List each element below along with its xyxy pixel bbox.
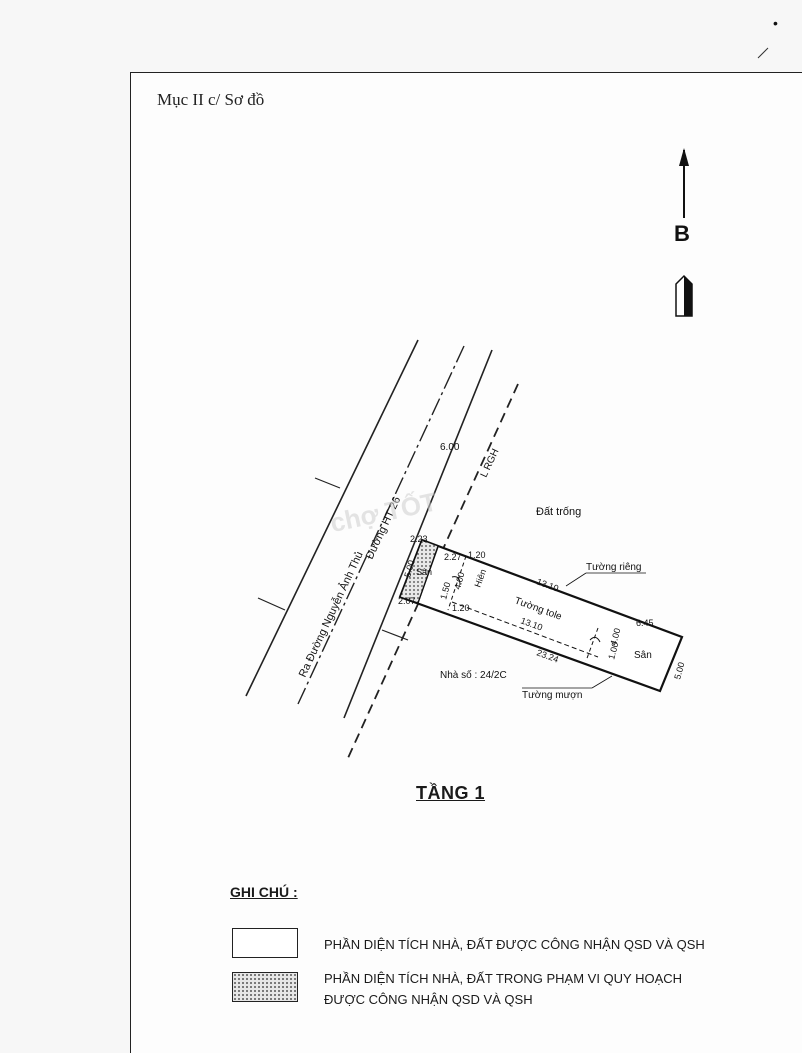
tole-wall-line <box>451 601 599 658</box>
dim-1-20-top: 1.20 <box>468 550 486 560</box>
door-icon <box>589 636 601 643</box>
rear-yard-line <box>585 627 599 662</box>
label-private-wall: Tường riêng <box>586 562 642 573</box>
compass-letter: B <box>674 221 690 246</box>
dim-2-27: 2.27 <box>444 552 462 562</box>
section-title: Mục II c/ Sơ đồ <box>157 90 265 109</box>
room-yard-back: Sân <box>634 650 652 661</box>
label-borrowed-wall: Tường mượn <box>522 690 582 701</box>
dim-2-23: 2.23 <box>410 534 428 544</box>
house-number: Nhà số : 24/2C <box>440 669 507 681</box>
corner-mark: • <box>773 15 778 31</box>
dim-5-00-right: 5.00 <box>672 661 686 681</box>
dim-4-00-mid: 4.00 <box>452 571 466 591</box>
legend-line: PHẦN DIỆN TÍCH NHÀ, ĐẤT ĐƯỢC CÔNG NHẬN Q… <box>324 937 705 952</box>
corner-tick <box>757 47 769 59</box>
dim-1-20-bottom: 1.20 <box>452 603 470 613</box>
road-label-nguyen-anh-thu: Ra Đường Nguyễn Ảnh Thủ <box>296 549 366 679</box>
dim-1-00: 1.00 <box>606 641 620 661</box>
site-plan: • B Ra Đường Nguyễn Ảnh Thủ Đường HT 26 … <box>245 15 778 759</box>
legend-swatch-recognized <box>232 928 298 958</box>
legend-swatch-planning <box>232 972 298 1002</box>
dim-2-07: 2.07 <box>398 596 416 606</box>
legend-line: PHẦN DIỆN TÍCH NHÀ, ĐẤT TRONG PHẠM VI QU… <box>324 971 683 986</box>
dim-1-50: 1.50 <box>438 581 452 601</box>
road-width-label: 6.00 <box>440 442 460 453</box>
legend-title: GHI CHÚ : <box>230 884 298 900</box>
door-icon <box>451 576 461 586</box>
balcony-line <box>447 555 467 611</box>
dim-6-45: 6.45 <box>636 618 654 628</box>
dim-4-00-rear: 4.00 <box>608 627 622 647</box>
legend-text-recognized: PHẦN DIỆN TÍCH NHÀ, ĐẤT ĐƯỢC CÔNG NHẬN Q… <box>324 934 705 955</box>
north-arrow-icon <box>675 148 693 317</box>
legend-text-planning: PHẦN DIỆN TÍCH NHÀ, ĐẤT TRONG PHẠM VI QU… <box>324 968 682 1010</box>
dim-5-00-left: 5.00 <box>402 559 416 579</box>
floor-title: TẦNG 1 <box>416 783 486 803</box>
boundary-line <box>417 546 439 604</box>
road-lines <box>245 339 519 759</box>
room-yard-front: Sân <box>416 567 432 577</box>
legend-line: ĐƯỢC CÔNG NHẬN QSD VÀ QSH <box>324 992 533 1007</box>
label-empty-land: Đất trống <box>536 506 581 518</box>
